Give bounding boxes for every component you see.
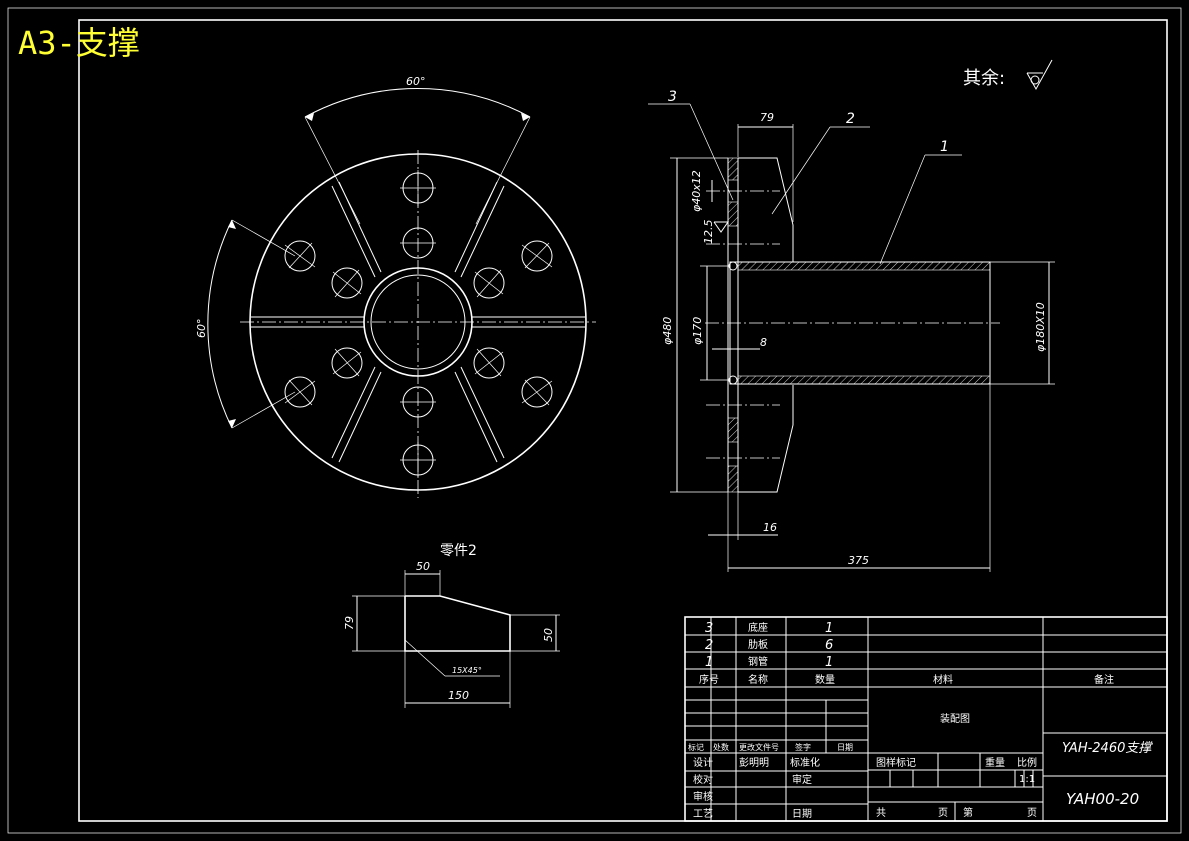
bom-row-1-name: 钢管 [748, 655, 768, 668]
part2-chamfer: 15X45° [452, 666, 482, 675]
tb-approve: 审定 [792, 773, 812, 786]
inner-border [78, 19, 1168, 822]
bom-row-3-name: 底座 [748, 621, 768, 634]
bolt-holes [284, 170, 553, 478]
tb-check: 校对 [693, 773, 713, 786]
part2-dim-50-top: 50 [416, 560, 430, 573]
dim-79: 79 [760, 111, 774, 124]
front-view: 60° 60° [195, 75, 596, 498]
part2-dim-79: 79 [343, 616, 356, 630]
tb-design: 设计 [693, 756, 713, 769]
bom-row-3-qty: 1 [825, 621, 833, 636]
rev-col-sign: 签字 [795, 742, 811, 752]
tb-total: 共 [876, 807, 886, 819]
part2-detail: 零件2 50 79 50 150 15X45° [343, 543, 560, 708]
bom-row-2-no: 2 [705, 638, 713, 653]
dim-375: 375 [848, 554, 869, 567]
dim-d480: φ480 [661, 317, 674, 345]
tb-stage-mark: 图样标记 [876, 756, 916, 769]
balloon-1: 1 [940, 139, 949, 155]
bom-row-1-qty: 1 [825, 655, 833, 670]
dim-rough: 12.5 [702, 220, 715, 245]
tb-scale-value: 1:1 [1019, 774, 1035, 785]
tb-page2: 页 [1027, 807, 1037, 819]
rev-col-date: 日期 [837, 743, 853, 752]
part2-title: 零件2 [440, 543, 477, 559]
tb-sheet-no: 第 [963, 806, 973, 819]
dim-d180: φ180X10 [1034, 302, 1047, 352]
bom-header-qty: 数量 [815, 673, 835, 686]
part2-dim-50-right: 50 [542, 628, 555, 642]
drawing-type: 装配图 [940, 712, 970, 725]
rev-col-count: 处数 [713, 742, 729, 752]
dim-d170: φ170 [691, 317, 704, 345]
bom-row-3-no: 3 [705, 621, 713, 636]
title-block: 3 底座 1 2 肋板 6 1 钢管 1 序号 名称 数量 材料 备注 装配图 … [684, 616, 1168, 822]
product-name: YAH-2460支撑 [1062, 741, 1153, 756]
dim-16: 16 [763, 521, 777, 534]
tb-process: 工艺 [693, 808, 713, 820]
tb-design-std: 彭明明 [739, 756, 769, 769]
dim-8: 8 [760, 336, 767, 349]
balloon-3: 3 [668, 89, 677, 105]
bom-row-1-no: 1 [705, 655, 713, 670]
tb-standardize: 标准化 [790, 756, 820, 769]
bom-row-2-qty: 6 [825, 638, 833, 653]
tb-page: 页 [938, 807, 948, 819]
bom-header-name: 名称 [748, 673, 768, 686]
dim-hole: φ40x12 [690, 170, 703, 212]
balloon-2: 2 [846, 111, 855, 127]
roughness-symbol-icon [1026, 59, 1053, 91]
bom-row-2-name: 肋板 [748, 638, 768, 651]
dim-angle-top: 60° [406, 75, 426, 88]
rev-col-mark: 标记 [688, 742, 704, 752]
roughness-note: 其余: [963, 68, 1005, 89]
dim-angle-left: 60° [195, 319, 208, 339]
tb-date: 日期 [792, 808, 812, 820]
sheet-title: A3-支撑 [18, 24, 140, 62]
bom-header-remark: 备注 [1094, 673, 1114, 686]
part2-dim-150: 150 [448, 689, 469, 702]
rev-col-doc: 更改文件号 [739, 742, 779, 752]
bom-header-no: 序号 [699, 673, 719, 686]
side-view: 79 φ480 φ170 φ40x12 12.5 8 φ180X10 16 37… [648, 89, 1055, 572]
bom-header-material: 材料 [933, 673, 953, 686]
tb-review: 审核 [693, 790, 713, 803]
drawing-number: YAH00-20 [1066, 790, 1139, 808]
outer-border [7, 7, 1182, 834]
tb-weight: 重量 [985, 756, 1005, 769]
tb-scale: 比例 [1017, 756, 1037, 769]
